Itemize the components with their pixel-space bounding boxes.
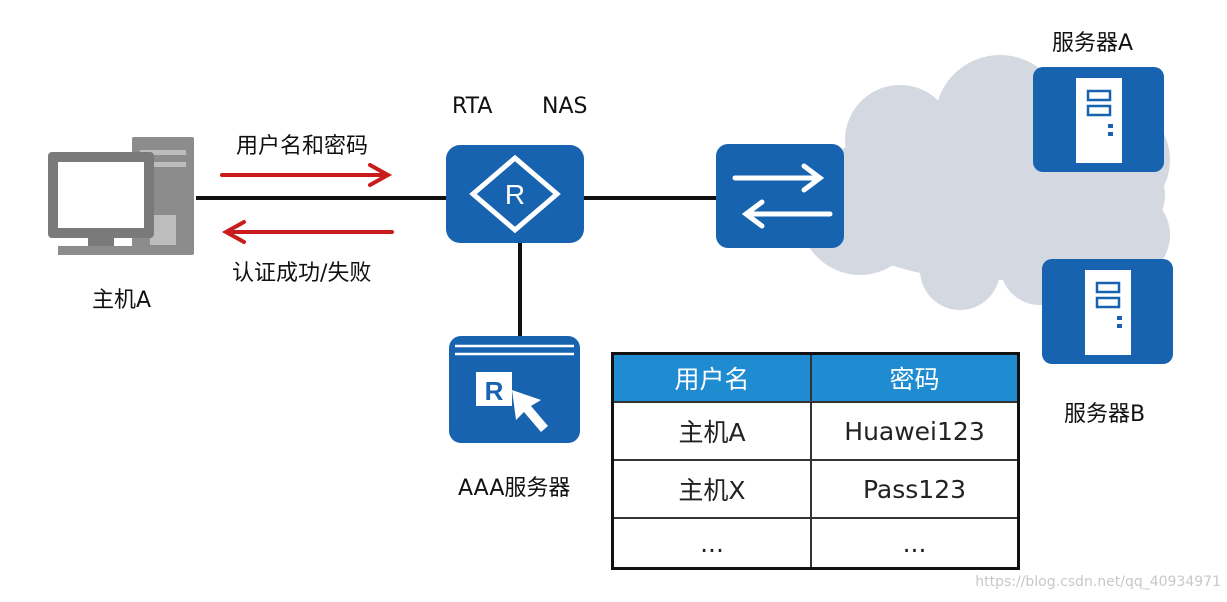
svg-text:R: R xyxy=(485,376,504,406)
table-header-username: 用户名 xyxy=(614,355,812,403)
table-cell: Huawei123 xyxy=(812,403,1017,461)
switch-icon xyxy=(716,144,844,248)
nas-label: NAS xyxy=(542,94,588,119)
server-a-label: 服务器A xyxy=(1052,31,1134,56)
watermark: https://blog.csdn.net/qq_40934971 xyxy=(975,574,1221,590)
request-arrow-icon xyxy=(220,163,393,187)
table-cell: ... xyxy=(614,519,812,567)
svg-text:R: R xyxy=(505,179,525,210)
request-label: 用户名和密码 xyxy=(236,134,369,159)
table-cell: Pass123 xyxy=(812,461,1017,519)
rta-label: RTA xyxy=(452,94,493,119)
host-a-label: 主机A xyxy=(92,288,152,313)
aaa-server-label: AAA服务器 xyxy=(458,476,571,501)
aaa-server-icon: R xyxy=(449,336,580,443)
credentials-table: 用户名 密码 主机A Huawei123 主机X Pass123 ... ... xyxy=(611,352,1020,570)
table-cell: 主机A xyxy=(614,403,812,461)
router-icon: R xyxy=(446,145,584,243)
table-header-password: 密码 xyxy=(812,355,1017,403)
response-label: 认证成功/失败 xyxy=(232,261,372,286)
server-a-icon xyxy=(1033,67,1164,172)
server-b-label: 服务器B xyxy=(1064,402,1146,427)
server-b-icon xyxy=(1042,259,1173,364)
table-cell: 主机X xyxy=(614,461,812,519)
table-cell: ... xyxy=(902,528,927,558)
computer-icon xyxy=(48,137,194,255)
response-arrow-icon xyxy=(221,220,394,244)
